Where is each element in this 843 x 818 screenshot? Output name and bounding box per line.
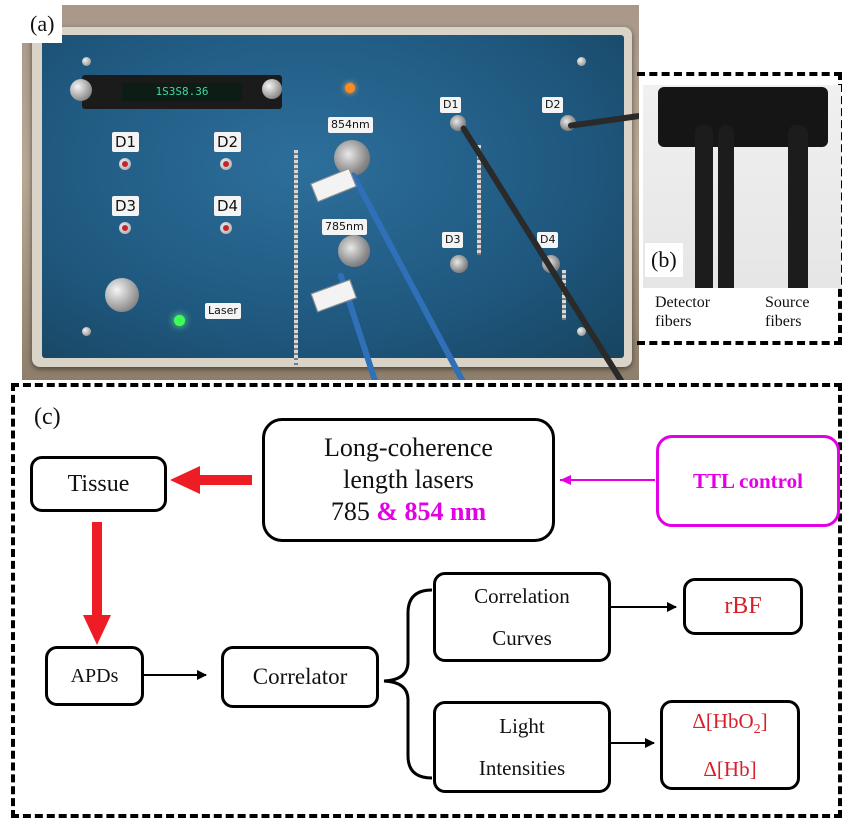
curves-line-1: Correlation — [474, 584, 570, 608]
toggle-switch-icon — [119, 158, 131, 170]
label-laser: Laser — [205, 303, 241, 319]
wavelength-854: & 854 nm — [376, 497, 487, 526]
rbf-label: rBF — [724, 593, 762, 619]
hb-label: Δ[Hb] — [703, 756, 757, 781]
caption-line: Detector — [655, 294, 711, 311]
label-port-d1: D1 — [440, 97, 462, 113]
lasers-line-2: length lasers — [343, 465, 474, 494]
light-intensities-box: Light Intensities — [433, 701, 611, 793]
rotary-knob — [105, 278, 139, 312]
screw-icon — [82, 327, 91, 336]
lasers-line-3: 785 & 854 nm — [331, 496, 486, 528]
label-785nm: 785nm — [322, 219, 367, 235]
correlator-label: Correlator — [252, 664, 348, 689]
screw-icon — [577, 57, 586, 66]
tissue-label: Tissue — [67, 470, 130, 497]
arrowhead-red — [83, 615, 111, 645]
detector-fibers-caption: Detector fibers — [655, 293, 710, 331]
hbo2-suffix: ] — [760, 709, 768, 734]
label-d4: D4 — [214, 196, 242, 216]
tissue-box: Tissue — [30, 456, 167, 512]
source-fibers-caption: Source fibers — [765, 293, 809, 331]
lasers-box: Long-coherence length lasers 785 & 854 n… — [262, 418, 555, 542]
wavelength-785: 785 — [330, 497, 370, 526]
laser-port-785 — [338, 235, 370, 267]
probe-photo: (b) — [643, 85, 841, 288]
lasers-line-1: Long-coherence — [324, 433, 493, 462]
device-photo: 1S3S8.36 D1 D2 D3 D4 Laser 854nm 785nm D… — [22, 5, 639, 380]
arrowhead-red — [170, 466, 200, 494]
label-d2: D2 — [214, 132, 242, 152]
hbo2-label: Δ[HbO2] — [692, 702, 767, 749]
panel-label-b: (b) — [645, 243, 683, 277]
green-led-icon — [174, 315, 185, 326]
adjust-knob — [262, 79, 282, 99]
display-screen: 1S3S8.36 — [122, 83, 242, 101]
toggle-switch-icon — [220, 158, 232, 170]
rbf-box: rBF — [683, 578, 803, 635]
label-port-d2: D2 — [542, 97, 564, 113]
intensities-line-2: Intensities — [478, 756, 566, 780]
ttl-label: TTL control — [693, 468, 803, 493]
dust-cap-chain — [294, 150, 298, 365]
panel-label-c: (c) — [28, 402, 67, 432]
caption-line: Source — [765, 294, 810, 311]
toggle-switch-icon — [220, 222, 232, 234]
toggle-switch-icon — [119, 222, 131, 234]
flow-diagram-frame — [11, 383, 842, 818]
correlator-box: Correlator — [221, 646, 379, 708]
source-fiber-cable — [788, 125, 808, 288]
curves-line-2: Curves — [492, 626, 552, 650]
label-854nm: 854nm — [328, 117, 373, 133]
hbo2-prefix: Δ[HbO — [692, 709, 754, 734]
screw-icon — [577, 327, 586, 336]
laser-port-854 — [334, 140, 370, 176]
screw-icon — [82, 57, 91, 66]
hbo2-subscript: 2 — [753, 722, 761, 738]
caption-line: fibers — [655, 313, 692, 330]
caption-line: fibers — [765, 313, 802, 330]
panel-label-a: (a) — [22, 5, 63, 43]
dust-cap-chain — [477, 145, 481, 255]
label-d1: D1 — [112, 132, 140, 152]
apds-box: APDs — [45, 646, 144, 706]
hemoglobin-box: Δ[HbO2] Δ[Hb] — [660, 700, 800, 790]
label-port-d3: D3 — [442, 232, 464, 248]
ttl-control-box: TTL control — [656, 435, 840, 527]
intensities-line-1: Light — [499, 714, 545, 738]
amber-led-icon — [345, 83, 355, 93]
power-knob — [70, 79, 92, 101]
detector-fiber-cable — [695, 125, 713, 288]
branch-brace — [383, 588, 433, 780]
label-port-d4: D4 — [537, 232, 559, 248]
detector-fiber-cable — [718, 125, 734, 288]
apds-label: APDs — [70, 664, 119, 687]
label-d3: D3 — [112, 196, 140, 216]
detector-port-d3 — [450, 255, 468, 273]
correlation-curves-box: Correlation Curves — [433, 572, 611, 662]
